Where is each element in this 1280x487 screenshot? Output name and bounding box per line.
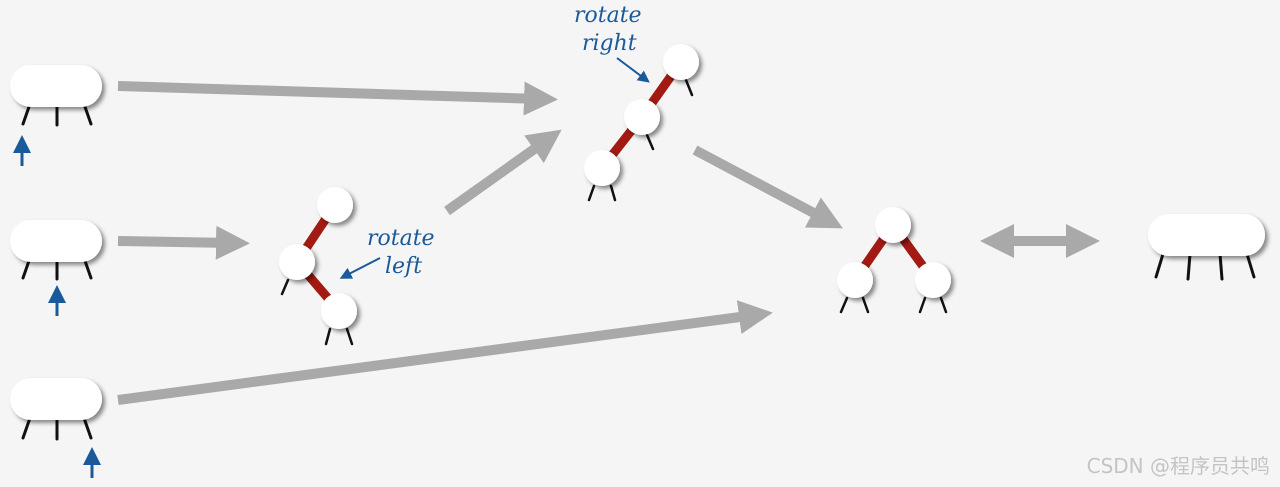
black-links	[280, 278, 354, 346]
black-links	[839, 296, 948, 314]
four-node-bottom-links	[21, 416, 93, 441]
four-node-top	[10, 65, 102, 166]
rotate-right-pointer	[616, 57, 650, 83]
tree-node	[584, 150, 620, 186]
four-node-equivalent-links	[1154, 252, 1256, 281]
arrow-rotated-to-balanced	[692, 145, 843, 229]
tree-node	[321, 293, 357, 329]
rotate-right-label-line1: rotate	[574, 3, 642, 28]
four-node-equivalent-node	[1148, 214, 1265, 256]
arrow-middle-to-left-lean	[117, 225, 250, 260]
rotate-left-label-line2: left	[385, 254, 422, 279]
black-links	[587, 78, 694, 202]
tree-node	[279, 244, 315, 280]
tree-node	[915, 262, 951, 298]
tree-node	[663, 44, 699, 80]
tree-node	[875, 207, 911, 243]
four-node-equivalent	[1148, 214, 1265, 281]
rotate-left-label-line1: rotate	[367, 226, 435, 251]
watermark-text: CSDN @程序员共鸣	[1086, 454, 1270, 478]
rotate-right-annotation: rotate right	[574, 3, 650, 83]
four-node-middle	[10, 220, 102, 316]
tree-node	[837, 262, 873, 298]
tree-before-rotate-left	[279, 187, 357, 346]
arrow-top-to-rotated	[117, 81, 558, 116]
four-node-bottom-node	[10, 378, 102, 420]
rotate-right-label-line2: right	[582, 31, 637, 56]
tree-before-rotate-right	[584, 44, 699, 202]
four-node-top-node	[10, 65, 102, 107]
four-node-middle-node	[10, 220, 102, 262]
four-node-top-links	[21, 102, 93, 127]
four-node-bottom	[10, 378, 102, 478]
arrow-bottom-to-balanced	[117, 300, 773, 405]
transformation-arrows	[117, 81, 1100, 405]
rotate-left-annotation: rotate left	[339, 226, 435, 279]
rotate-left-pointer	[339, 257, 381, 279]
tree-node	[624, 99, 660, 135]
arrow-left-lean-to-rotated	[444, 129, 562, 216]
tree-node	[317, 187, 353, 223]
balanced-tree	[837, 207, 951, 314]
